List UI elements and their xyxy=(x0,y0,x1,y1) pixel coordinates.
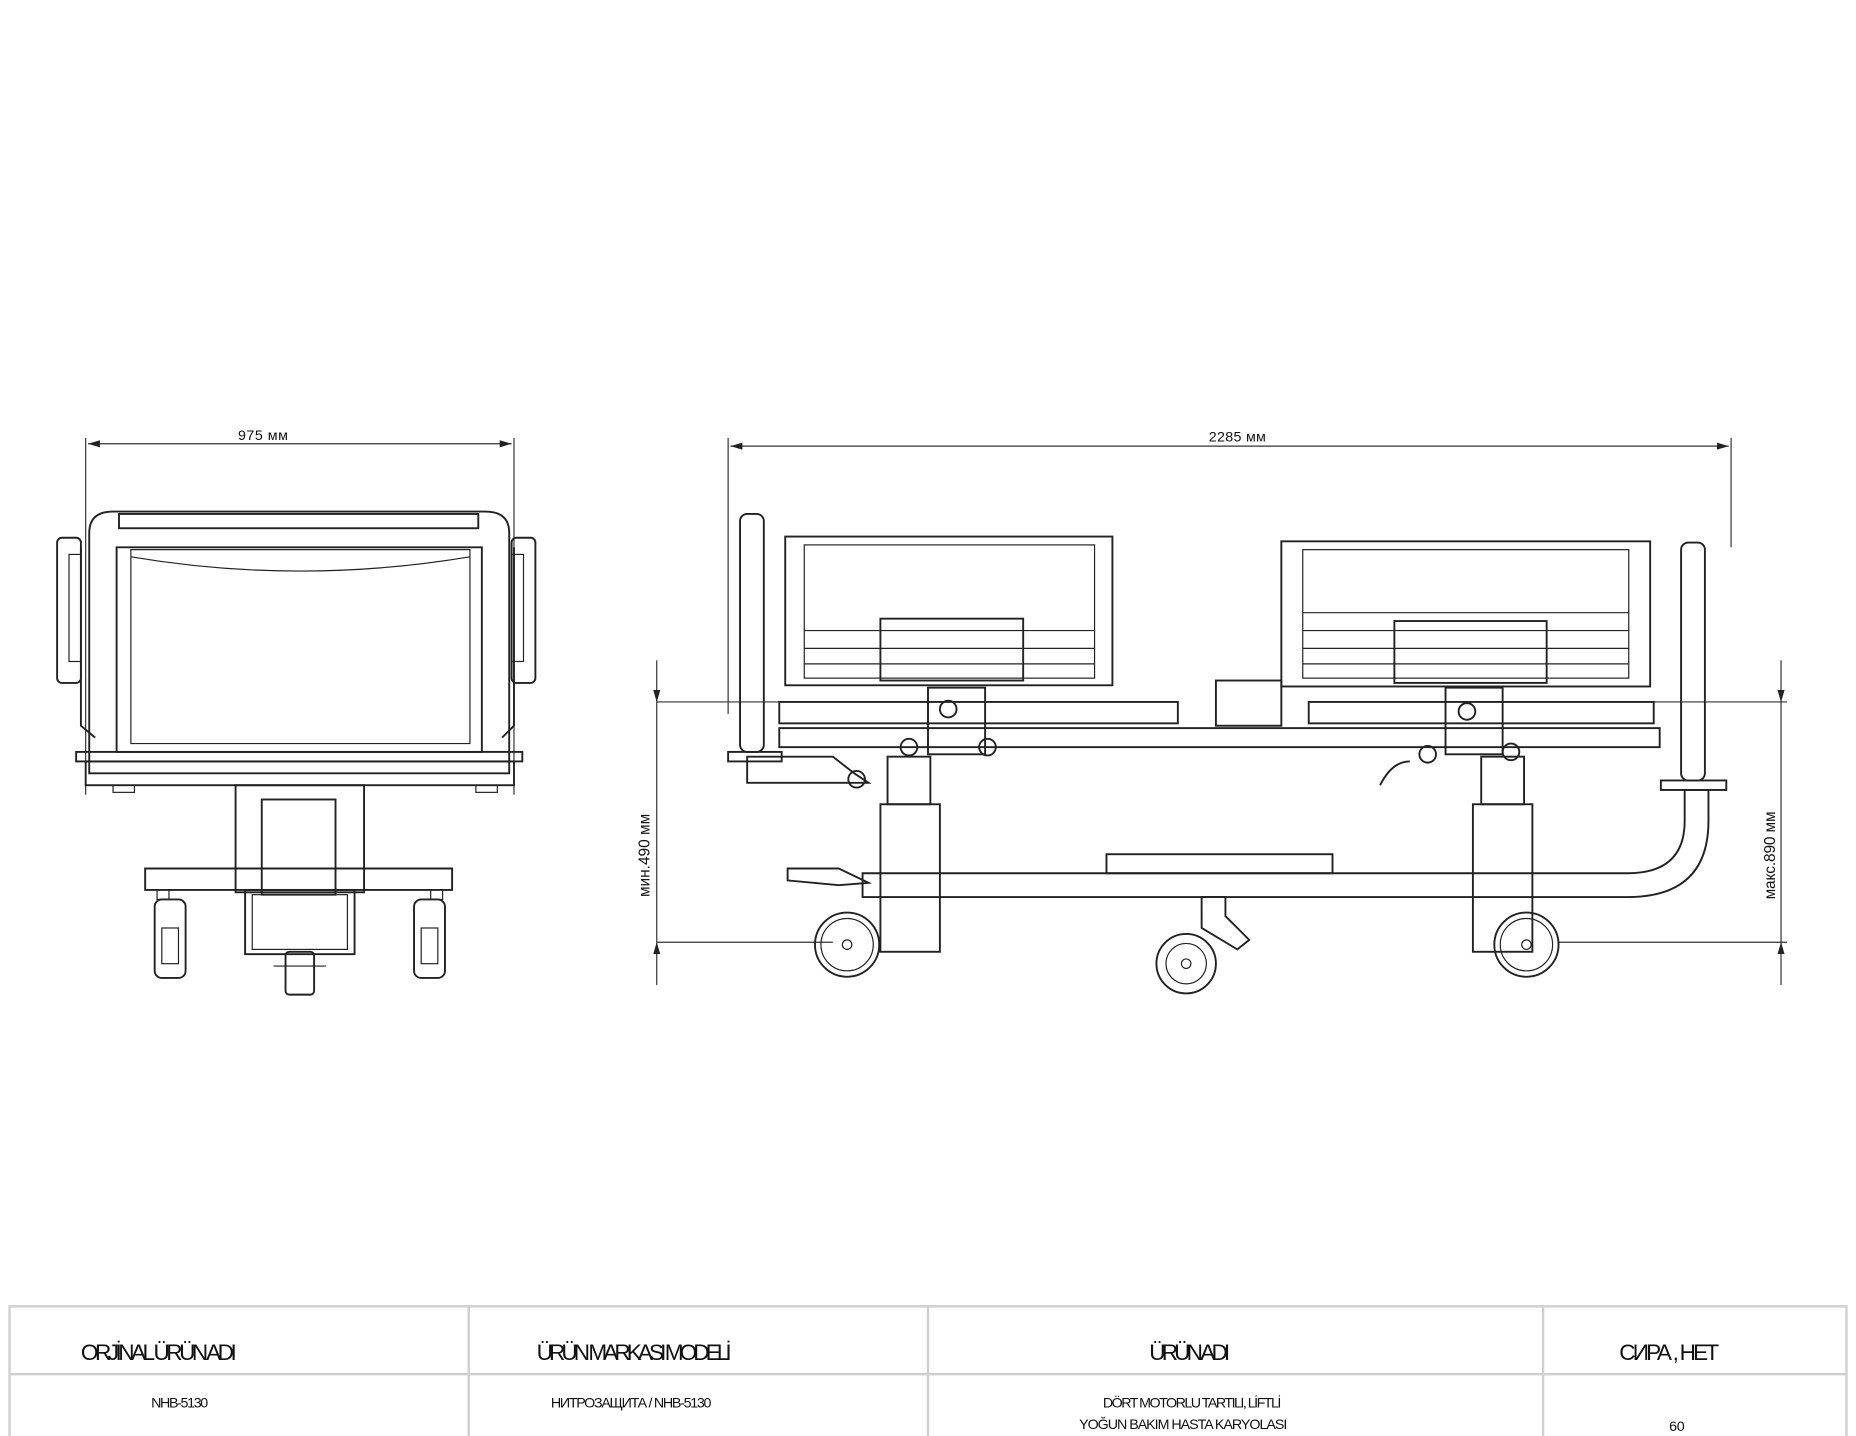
header-product-name: ÜRÜN ADI xyxy=(1149,1340,1230,1365)
side-view-bed: 2285 мм мин.490 мм макс.890 мм xyxy=(637,429,1787,995)
header-brand-model: ÜRÜN MARKASI MODELİ xyxy=(537,1340,732,1365)
side-rail-right xyxy=(1280,540,1652,688)
cell-quantity: 60 xyxy=(1669,1419,1685,1435)
front-width-label: 975 мм xyxy=(238,428,288,444)
header-quantity: СИРА , НЕТ xyxy=(1619,1340,1719,1365)
front-view-bed: 975 мм xyxy=(56,428,537,996)
product-info-table: ORJİNAL ÜRÜN ADI ÜRÜN MARKASI MODELİ ÜRÜ… xyxy=(8,1305,1848,1436)
cell-brand-model: НИТРОЗАЩИТА / NHB-5130 xyxy=(551,1395,712,1411)
max-height-label: макс.890 мм xyxy=(1762,811,1779,899)
min-height-label: мин.490 мм xyxy=(637,814,654,897)
cell-original-name: NHB-5130 xyxy=(151,1395,208,1411)
header-original-name: ORJİNAL ÜRÜN ADI xyxy=(81,1340,237,1365)
cell-product-name-line1: DÖRT MOTORLU TARTILI, LİFTLİ xyxy=(1103,1393,1281,1411)
side-rail-left xyxy=(784,535,1114,687)
cell-product-name-line2: YOĞUN BAKIM HASTA KARYOLASI xyxy=(1079,1416,1287,1433)
side-length-label: 2285 мм xyxy=(1209,429,1266,445)
